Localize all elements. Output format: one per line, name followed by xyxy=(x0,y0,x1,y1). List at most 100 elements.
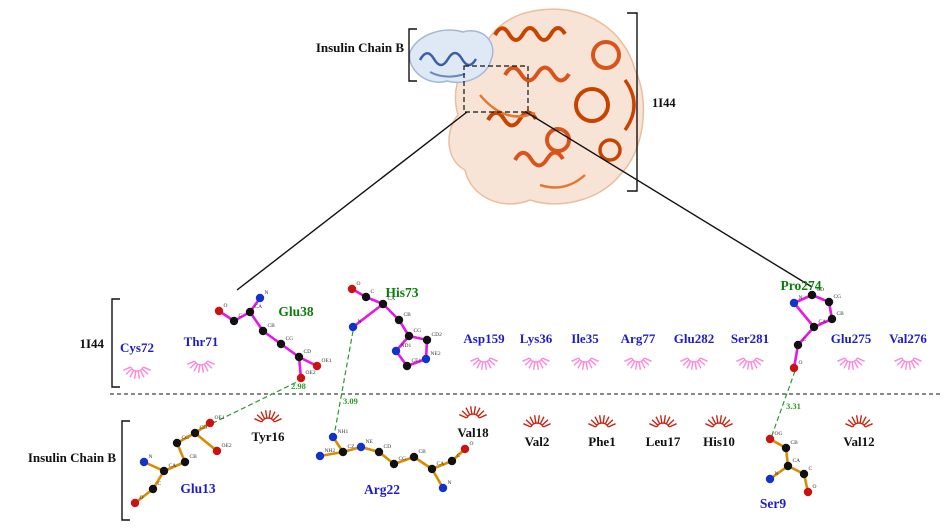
bond xyxy=(793,302,815,328)
contact-arc xyxy=(530,422,544,428)
hbond-line xyxy=(212,378,304,424)
atom-CD xyxy=(374,447,384,457)
atom-N xyxy=(789,298,799,308)
atom-NH1 xyxy=(328,432,338,442)
hbond-3.31: 3.31 xyxy=(770,370,801,439)
atom-C xyxy=(361,292,371,302)
contact-lash xyxy=(904,361,908,370)
atom-label: CA xyxy=(388,296,396,302)
atom-label: CG xyxy=(182,435,190,441)
residue-arc-Glu282: Glu282 xyxy=(674,331,714,370)
contact-lash xyxy=(723,419,731,426)
residue-label: Glu282 xyxy=(674,331,714,346)
atom-CD xyxy=(807,290,817,300)
contact-lash xyxy=(141,368,149,375)
atom-label: N xyxy=(358,319,362,325)
contact-lash xyxy=(663,415,667,424)
contact-lash xyxy=(843,360,849,369)
contact-lash xyxy=(523,423,531,428)
atom-OG xyxy=(765,434,775,444)
contact-lash xyxy=(587,360,593,369)
contact-lash xyxy=(721,416,727,425)
contact-lash xyxy=(477,410,485,417)
residue-label: Arg77 xyxy=(621,331,656,346)
contact-lash xyxy=(837,357,845,362)
contact-lash xyxy=(532,361,536,370)
atom-C xyxy=(148,484,158,494)
contact-lash xyxy=(859,415,863,424)
contact-lash xyxy=(473,406,477,415)
atom-label: NH2 xyxy=(325,448,336,454)
label-left-insulin: Insulin Chain B xyxy=(28,450,116,465)
atom-label: N xyxy=(775,471,779,477)
atom-CG xyxy=(404,331,414,341)
contact-lash xyxy=(542,357,550,362)
contact-arc xyxy=(194,360,208,366)
contact-lash xyxy=(649,423,657,428)
atom-label: ND1 xyxy=(401,343,412,349)
atom-CD xyxy=(190,428,200,438)
bracket-left-1i44 xyxy=(111,298,120,388)
atom-label: CB xyxy=(268,323,276,329)
callout-line-right xyxy=(525,111,813,288)
atom-CD2 xyxy=(422,335,432,345)
atom-label: C xyxy=(803,337,807,343)
contact-lash xyxy=(851,416,857,425)
contact-lash xyxy=(264,410,268,419)
contact-lash xyxy=(268,410,272,419)
atom-CA xyxy=(809,322,819,332)
atom-label: OE2 xyxy=(222,443,232,449)
contact-lash xyxy=(256,414,264,421)
contact-lash xyxy=(201,364,205,373)
hbond-distance: 3.09 xyxy=(343,396,358,406)
ribbon-loop xyxy=(539,174,586,189)
contact-lash xyxy=(847,419,855,426)
contact-lash xyxy=(472,359,480,366)
contact-lash xyxy=(272,414,280,421)
residue-label: Arg22 xyxy=(364,482,400,497)
residue-label: Lys36 xyxy=(520,331,553,346)
residue-label: Ile35 xyxy=(571,331,599,346)
atom-CG xyxy=(824,297,834,307)
contact-lash xyxy=(756,357,764,362)
insulin-helix xyxy=(418,51,478,67)
residue-arc-Val18: Val18 xyxy=(457,406,489,440)
contact-lash xyxy=(598,415,602,424)
atom-CG xyxy=(276,339,286,349)
contact-lash xyxy=(197,364,201,373)
residue-arc-Arg77: Arg77 xyxy=(621,331,656,370)
residue-arc-Val2: Val2 xyxy=(523,415,551,449)
ribbon-coil xyxy=(598,138,622,162)
hbond-2.98: 2.98 xyxy=(212,378,306,424)
residue-arc-Glu275: Glu275 xyxy=(831,331,872,370)
contact-arc xyxy=(529,357,543,363)
contact-lash xyxy=(694,361,698,370)
residue-label: Glu275 xyxy=(831,331,872,346)
contact-lash xyxy=(602,415,606,424)
residue-arc-Ser281: Ser281 xyxy=(731,331,769,370)
atom-label: OG xyxy=(775,431,783,437)
contact-lash xyxy=(573,359,581,366)
residue-label: Val276 xyxy=(889,331,927,346)
atom-N xyxy=(255,293,265,303)
contact-lash xyxy=(484,361,488,370)
contact-lash xyxy=(187,360,195,365)
atom-OE2 xyxy=(296,373,306,383)
atom-N xyxy=(348,322,358,332)
contact-arc xyxy=(852,422,866,428)
atom-CB xyxy=(258,326,268,336)
residue-label: Ser9 xyxy=(760,496,786,511)
atom-label: CD xyxy=(817,287,825,293)
residue-arc-Val276: Val276 xyxy=(889,331,927,370)
atom-label: CG xyxy=(399,456,407,462)
atom-C xyxy=(799,469,809,479)
residue-label: Cys72 xyxy=(120,340,154,355)
contact-arc xyxy=(631,357,645,363)
residue-label: Glu13 xyxy=(180,481,216,496)
ribbon-helix xyxy=(493,26,567,42)
atom-O xyxy=(789,363,799,373)
